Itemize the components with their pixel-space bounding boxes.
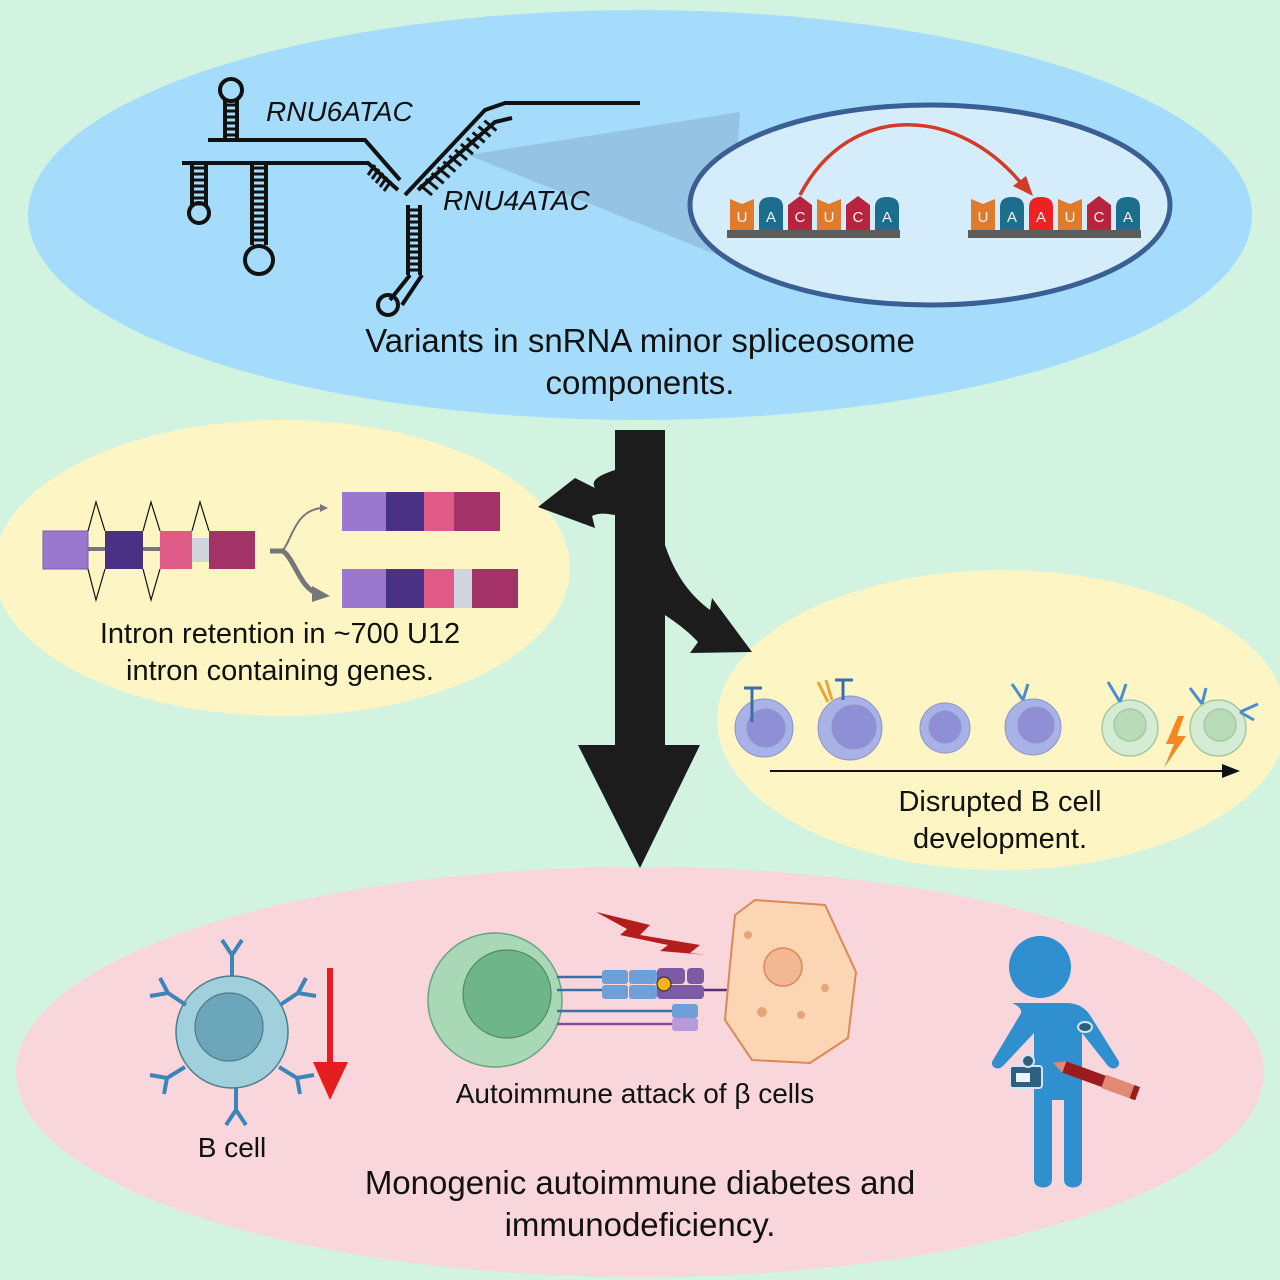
pre-mrna-gene-icon (42, 499, 255, 603)
decrease-arrow-shaft (327, 968, 333, 1068)
right-panel-ellipse (717, 570, 1280, 870)
rnu4atac-label: RNU4ATAC (443, 185, 590, 216)
base-pair-rung (430, 172, 445, 185)
base-pair-rung (454, 148, 469, 162)
nucleotide-letter: C (853, 209, 864, 226)
bottom-caption-line2: immunodeficiency. (504, 1206, 776, 1244)
insulin-pump-icon (1009, 1021, 1093, 1089)
nucleotide-letter: A (882, 209, 892, 226)
base-pair-rung (370, 168, 381, 180)
nucleotide-letter: C (795, 209, 806, 226)
nucleotide-letter: U (978, 209, 989, 226)
t-cell-icon (427, 932, 563, 1068)
base-pair-rung (442, 160, 457, 173)
nucleotide-C: C (846, 196, 870, 230)
nucleotide-A: A (759, 197, 783, 230)
b-cell-icon (149, 938, 317, 1127)
bottom-caption-line1: Monogenic autoimmune diabetes and (364, 1164, 916, 1201)
nucleotide-letter: U (737, 209, 748, 226)
insulin-pen-icon (1053, 1061, 1140, 1101)
base-pair-rung (436, 166, 451, 179)
left-caption-line2: intron containing genes. (126, 655, 434, 688)
strand-base-variant (968, 230, 1141, 238)
right-panel-caption: Disrupted B cell development. (860, 784, 1140, 858)
autoimmune-attack-label: Autoimmune attack of β cells (455, 1078, 815, 1109)
right-caption-line1: Disrupted B cell (898, 786, 1102, 818)
nucleotide-A: A (1029, 197, 1053, 230)
nucleotide-U: U (817, 199, 841, 230)
inset-ellipse (687, 102, 1173, 308)
base-pair-rung (471, 131, 486, 144)
nucleotide-letter: U (824, 209, 835, 226)
left-caption-line1: Intron retention in ~700 U12 (99, 618, 461, 650)
nucleotide-C: C (788, 196, 812, 230)
mutation-arrow-head (1013, 176, 1033, 196)
bottom-panel-caption: Monogenic autoimmune diabetes and immuno… (290, 1162, 990, 1246)
spliced-mrna-icon (342, 492, 500, 531)
rna-rungs (192, 103, 498, 272)
top-caption-line1: Variants in snRNA minor spliceosome (365, 322, 915, 359)
flow-arrow-icon (538, 430, 752, 868)
nucleotide-A: A (875, 197, 899, 230)
zoom-wedge (468, 112, 740, 260)
nucleotide-U: U (730, 199, 754, 230)
nucleotide-letter: A (1007, 209, 1017, 226)
mutation-arrow (798, 123, 1027, 196)
base-pair-rung (483, 119, 498, 132)
right-caption-line2: development. (912, 823, 1088, 856)
decrease-arrow-icon (313, 1062, 348, 1100)
base-pair-rung (448, 154, 463, 167)
retained-intron-mrna-icon (342, 569, 518, 608)
left-panel-caption: Intron retention in ~700 U12 intron cont… (40, 616, 520, 690)
attack-lightning-icon (596, 912, 707, 955)
nucleotide-U: U (971, 199, 995, 230)
base-pair-rung (424, 177, 439, 191)
base-pair-rung (419, 183, 433, 197)
base-pair-rung (477, 125, 492, 138)
nucleotide-A: A (1116, 197, 1140, 230)
base-pair-rung (459, 142, 474, 156)
nucleotide-A: A (1000, 197, 1024, 230)
nucleotide-letter: A (766, 209, 776, 226)
rnu6atac-label: RNU6ATAC (266, 96, 413, 127)
nucleotide-C: C (1087, 196, 1111, 230)
b-cell-label: B cell (197, 1132, 267, 1163)
nucleotide-letter: A (1123, 209, 1133, 226)
nucleotide-U: U (1058, 199, 1082, 230)
nucleotide-letter: U (1065, 209, 1076, 226)
base-pair-rung (378, 176, 389, 188)
base-pair-rung (465, 137, 480, 150)
b-cell-development-icon (734, 678, 1259, 778)
branch-arrow-head-top (320, 504, 328, 512)
base-pair-rung (374, 172, 385, 184)
strand-base-original (727, 230, 900, 238)
top-caption-line2: components. (545, 364, 735, 402)
nucleotide-letter: A (1036, 209, 1046, 226)
base-pair-rung (382, 180, 393, 192)
base-pair-rung (366, 164, 377, 176)
branch-arrow-head-bottom (312, 586, 330, 602)
top-panel-caption: Variants in snRNA minor spliceosome comp… (290, 320, 990, 404)
patient-icon (991, 936, 1120, 1188)
beta-cell-icon (723, 898, 858, 1065)
nucleotide-letter: C (1094, 209, 1105, 226)
